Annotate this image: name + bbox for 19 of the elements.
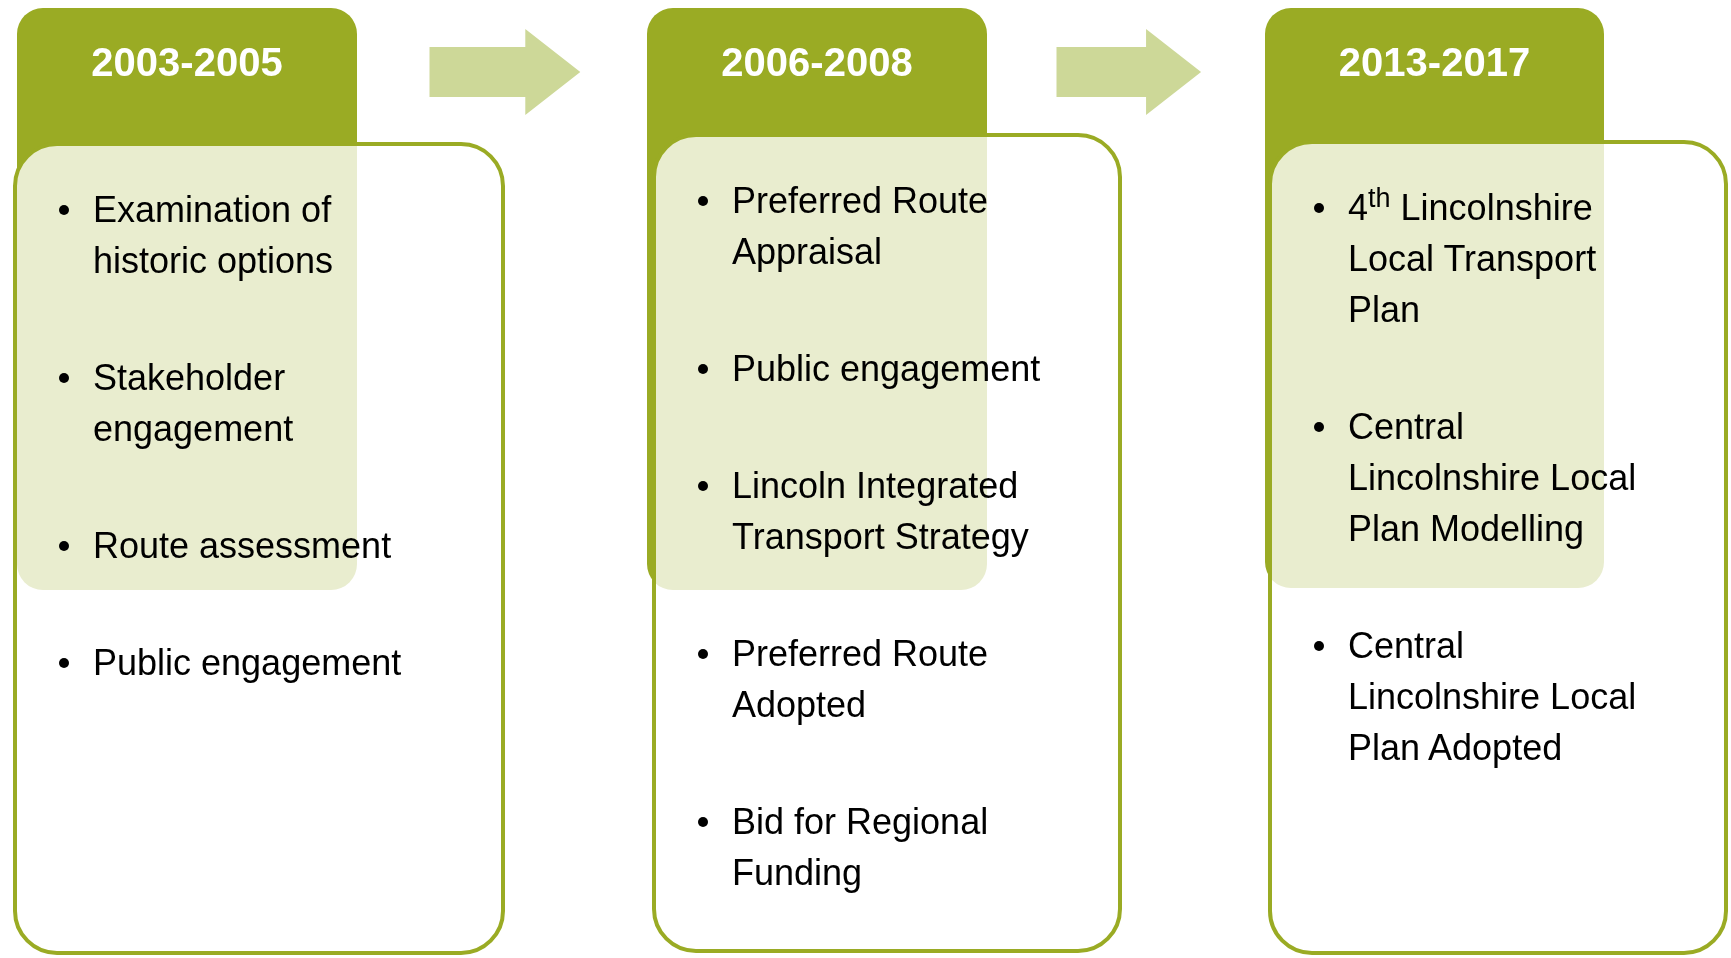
activity-text: Public engagement [732, 347, 1041, 391]
activity-text: 4$^{th}$ Lincolnshire Local Transport Plan [1348, 182, 1598, 332]
activity-card [1268, 140, 1728, 955]
activity-card [13, 142, 505, 955]
period-heading: 2013-2017 [1338, 39, 1531, 86]
activity-text: Central Lincolnshire Local Plan Adopted [1348, 624, 1638, 770]
period-heading: 2003-2005 [91, 39, 283, 86]
activity-text: Public engagement [93, 641, 402, 685]
activity-text: Stakeholder engagement [93, 356, 295, 451]
activity-text: Preferred Route Appraisal [732, 179, 990, 274]
activity-text: Lincoln Integrated Transport Strategy [732, 464, 1030, 559]
activity-text: Route assessment [93, 524, 392, 568]
period-heading: 2006-2008 [721, 39, 913, 86]
block-arrow [429, 29, 581, 115]
block-arrow [1056, 29, 1202, 115]
activity-text: Examination of historic options [93, 188, 335, 283]
activity-text: Bid for Regional Funding [732, 800, 990, 895]
activity-text: Central Lincolnshire Local Plan Modelling [1348, 405, 1638, 551]
activity-text: Preferred Route Adopted [732, 632, 990, 727]
